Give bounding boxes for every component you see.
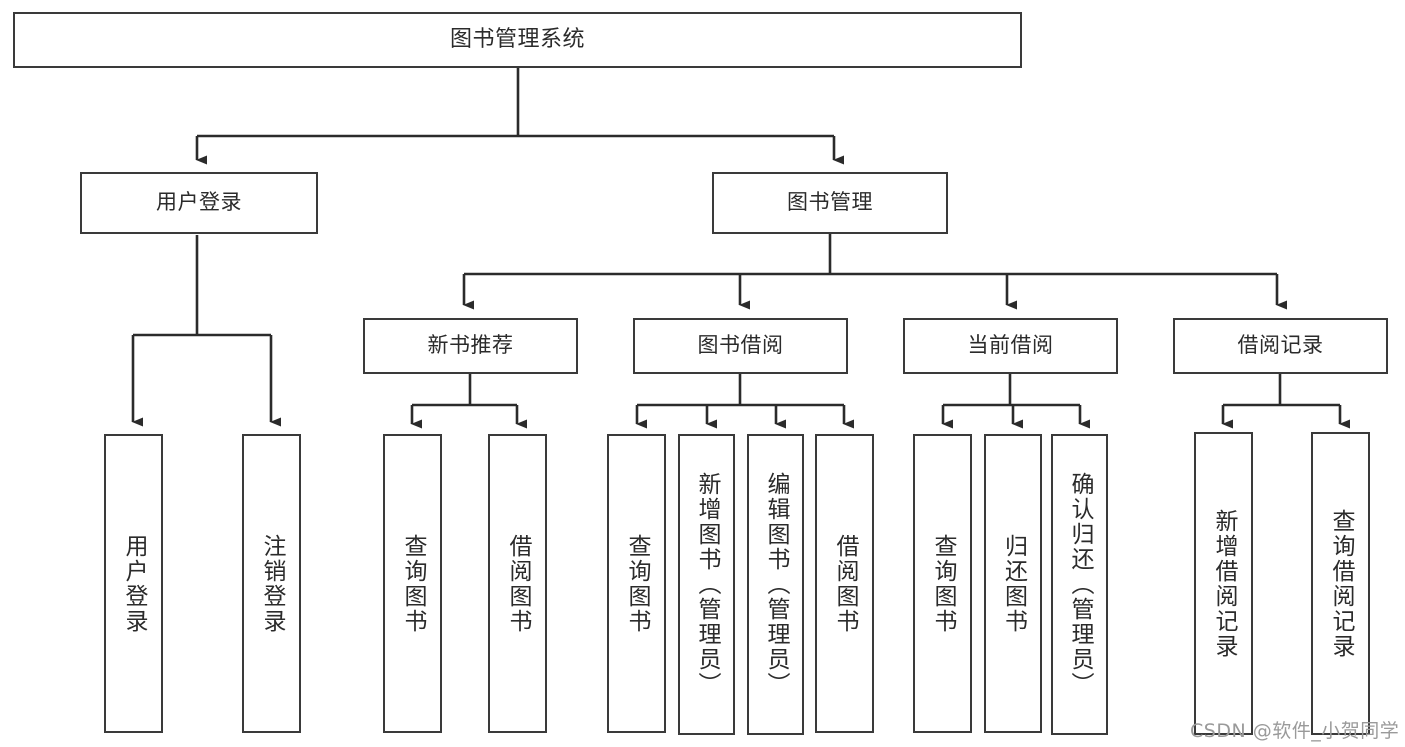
node-label: 图书管理: [787, 190, 873, 215]
node-label: 新增图书（管理员）: [694, 472, 720, 697]
node-label: 借阅图书: [505, 533, 531, 634]
node-label: 新书推荐: [427, 333, 514, 358]
leaf-query-book-recommend[interactable]: 查询图书: [383, 434, 442, 733]
leaf-borrow-book[interactable]: 借阅图书: [815, 434, 874, 733]
node-label: 借阅记录: [1237, 333, 1324, 358]
node-label: 查询图书: [930, 533, 956, 634]
leaf-add-borrow-record[interactable]: 新增借阅记录: [1194, 432, 1253, 735]
node-label: 注销登录: [259, 533, 285, 634]
leaf-query-book-current[interactable]: 查询图书: [913, 434, 972, 733]
leaf-edit-book-admin[interactable]: 编辑图书（管理员）: [747, 434, 804, 735]
node-label: 图书借阅: [697, 333, 784, 358]
leaf-query-book-borrow[interactable]: 查询图书: [607, 434, 666, 733]
node-current-borrow[interactable]: 当前借阅: [903, 318, 1118, 374]
node-book-management[interactable]: 图书管理: [712, 172, 948, 234]
leaf-query-borrow-record[interactable]: 查询借阅记录: [1311, 432, 1370, 735]
node-root-book-management-system[interactable]: 图书管理系统: [13, 12, 1022, 68]
node-label: 新增借阅记录: [1211, 508, 1237, 659]
node-label: 用户登录: [121, 533, 147, 634]
leaf-user-login[interactable]: 用户登录: [104, 434, 163, 733]
node-label: 借阅图书: [832, 533, 858, 634]
node-book-borrow[interactable]: 图书借阅: [633, 318, 848, 374]
node-label: 归还图书: [1000, 533, 1027, 634]
node-label: 用户登录: [156, 190, 242, 215]
leaf-add-book-admin[interactable]: 新增图书（管理员）: [678, 434, 735, 735]
node-label: 图书管理系统: [449, 26, 585, 52]
leaf-logout[interactable]: 注销登录: [242, 434, 301, 733]
node-label: 查询借阅记录: [1328, 508, 1354, 659]
node-label: 查询图书: [624, 533, 650, 634]
node-user-login[interactable]: 用户登录: [80, 172, 318, 234]
node-label: 编辑图书（管理员）: [763, 472, 789, 697]
node-borrow-record[interactable]: 借阅记录: [1173, 318, 1388, 374]
leaf-confirm-return-admin[interactable]: 确认归还（管理员）: [1051, 434, 1108, 735]
csdn-watermark: CSDN @软件_小贺同学: [1190, 720, 1400, 742]
leaf-borrow-book-recommend[interactable]: 借阅图书: [488, 434, 547, 733]
node-label: 当前借阅: [967, 333, 1054, 358]
node-label: 确认归还（管理员）: [1067, 472, 1093, 697]
node-label: 查询图书: [400, 533, 426, 634]
node-new-book-recommend[interactable]: 新书推荐: [363, 318, 578, 374]
leaf-return-book[interactable]: 归还图书: [984, 434, 1042, 733]
